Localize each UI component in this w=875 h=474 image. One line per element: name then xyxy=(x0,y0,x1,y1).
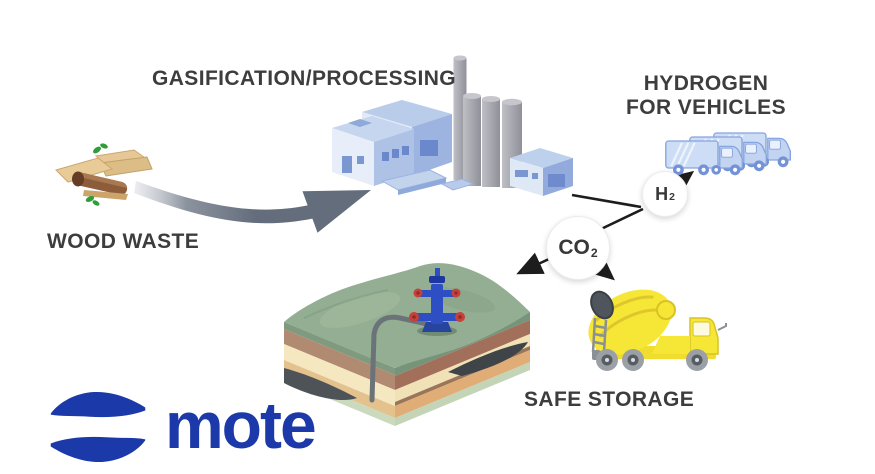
co2-subscript: 2 xyxy=(590,245,598,260)
safe-storage-label: SAFE STORAGE xyxy=(524,388,695,411)
truck-ladder xyxy=(591,317,608,353)
wood-pile-icon xyxy=(55,143,153,206)
gasification-label: GASIFICATION/PROCESSING xyxy=(152,67,456,90)
hydrogen-label-line2: FOR VEHICLES xyxy=(626,96,786,119)
gasification-plant-icon xyxy=(332,55,573,196)
wellhead-icon xyxy=(409,268,465,336)
h2-symbol: H xyxy=(655,183,669,204)
mote-wordmark: mote xyxy=(165,388,317,462)
underground-storage-icon xyxy=(284,263,530,426)
hydrogen-label: HYDROGEN FOR VEHICLES xyxy=(620,72,792,120)
mote-logo-icon xyxy=(50,391,146,463)
hydrogen-label-line1: HYDROGEN xyxy=(643,72,769,95)
cement-truck-icon xyxy=(588,289,727,371)
wood-waste-label: WOOD WASTE xyxy=(47,230,200,253)
h2-subscript: 2 xyxy=(669,192,675,204)
co2-symbol: CO xyxy=(558,236,590,259)
flow-arrow-icon xyxy=(134,181,371,233)
mote-logo: mote xyxy=(48,388,317,464)
hydrogen-trucks-icon xyxy=(664,131,792,177)
